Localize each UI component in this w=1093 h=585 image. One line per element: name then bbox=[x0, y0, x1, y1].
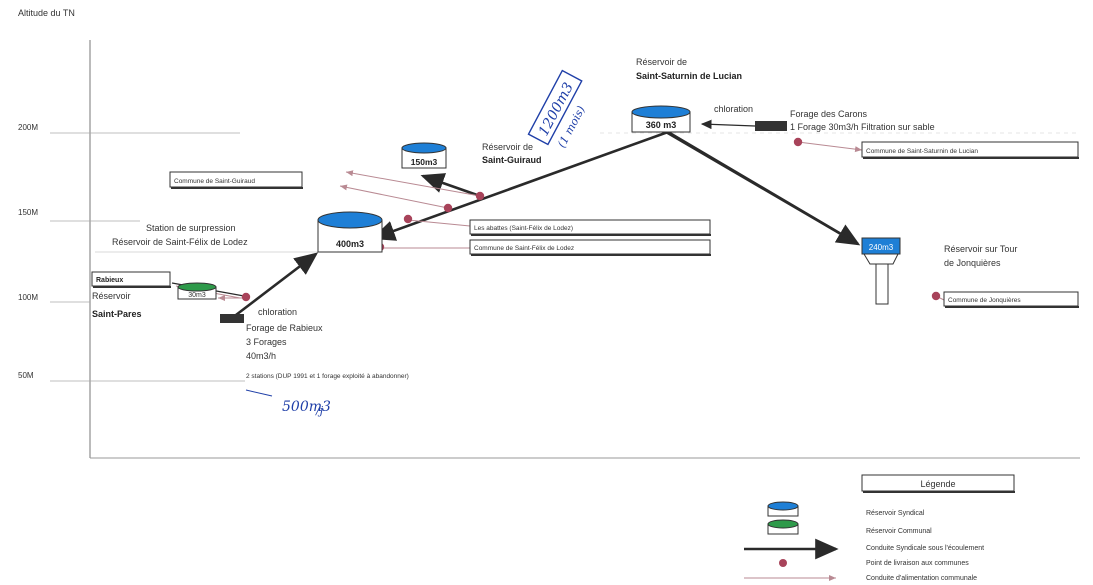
reservoir-name: de Jonquières bbox=[944, 258, 1001, 268]
reservoir-capacity: 360 m3 bbox=[646, 120, 677, 130]
tick-label-200: 200M bbox=[18, 123, 38, 132]
tick-label-150: 150M bbox=[18, 208, 38, 217]
reservoir-capacity: 240m3 bbox=[869, 243, 894, 252]
forage-detail: 2 stations (DUP 1991 et 1 forage exploit… bbox=[246, 373, 409, 380]
commune-box-saint-saturnin: Commune de Saint-Saturnin de Lucian bbox=[861, 141, 1079, 159]
legend-item-main-conduit: Conduite Syndicale sous l'écoulement bbox=[744, 538, 984, 560]
reservoir-saint-saturnin: 360 m3 Réservoir de Saint-Saturnin de Lu… bbox=[631, 57, 742, 133]
tick-label-50: 50M bbox=[18, 371, 34, 380]
tick-200: 200M bbox=[18, 123, 1080, 134]
tick-label-100: 100M bbox=[18, 293, 38, 302]
tick-150: 150M bbox=[18, 208, 140, 222]
delivery-point bbox=[403, 214, 413, 224]
handwritten-note-2: 500m3 /j bbox=[245, 389, 331, 417]
handwritten-text: 500m3 bbox=[282, 399, 331, 415]
commune-box-saint-felix: Commune de Saint-Félix de Lodez bbox=[469, 239, 711, 256]
reservoir-name: Saint-Saturnin de Lucian bbox=[636, 71, 742, 81]
reservoir-title: Réservoir de bbox=[636, 57, 687, 67]
reservoir-capacity: 30m3 bbox=[188, 292, 206, 299]
delivery-point bbox=[931, 291, 941, 301]
delivery-point bbox=[793, 137, 803, 147]
reservoir-jonquieres: 240m3 Réservoir sur Tour de Jonquières bbox=[861, 237, 1017, 305]
forage-carons: chloration Forage des Carons 1 Forage 30… bbox=[714, 104, 935, 132]
reservoir-capacity: 400m3 bbox=[336, 239, 364, 249]
commune-label: Les abattes (Saint-Félix de Lodez) bbox=[474, 225, 573, 232]
forage-detail: 1 Forage 30m3/h Filtration sur sable bbox=[790, 122, 935, 132]
handwritten-note-1: 1200m3 (1 mois) bbox=[527, 69, 588, 150]
chloration-label: chloration bbox=[258, 307, 297, 317]
tick-100: 100M bbox=[18, 293, 90, 303]
forage-title: Forage des Carons bbox=[790, 109, 868, 119]
commune-box-les-abattes: Les abattes (Saint-Félix de Lodez) bbox=[469, 219, 711, 236]
reservoir-name: Saint-Pares bbox=[92, 309, 142, 319]
commune-box-jonquieres: Commune de Jonquières bbox=[943, 291, 1079, 308]
forage-title: Forage de Rabieux bbox=[246, 323, 323, 333]
tick-50: 50M bbox=[18, 371, 245, 382]
reservoir-capacity: 150m3 bbox=[411, 157, 438, 167]
handwritten-text: /j bbox=[315, 404, 324, 417]
legend-label: Conduite Syndicale sous l'écoulement bbox=[866, 545, 984, 552]
legend-item-branch-conduit: Conduite d'alimentation communale bbox=[744, 575, 977, 582]
reservoir-name: Saint-Guiraud bbox=[482, 155, 542, 165]
commune-box-rabieux: Rabieux bbox=[91, 271, 171, 288]
legend-label: Point de livraison aux communes bbox=[866, 560, 969, 567]
reservoir-title: Station de surpression bbox=[146, 223, 236, 233]
legend-item-delivery-point: Point de livraison aux communes bbox=[779, 559, 969, 567]
commune-label: Commune de Jonquières bbox=[948, 297, 1021, 304]
forage-line3: 40m3/h bbox=[246, 351, 276, 361]
legend-label: Réservoir Syndical bbox=[866, 510, 925, 517]
reservoir-saint-guiraud: 150m3 Réservoir de Saint-Guiraud bbox=[401, 142, 542, 169]
reservoir-title: Réservoir sur Tour bbox=[944, 244, 1017, 254]
forage-line2: 3 Forages bbox=[246, 337, 287, 347]
legend-item-syndical: Réservoir Syndical bbox=[767, 501, 925, 517]
delivery-point bbox=[241, 292, 251, 302]
commune-label: Commune de Saint-Guiraud bbox=[174, 178, 255, 185]
legend-item-communal: Réservoir Communal bbox=[767, 519, 932, 535]
legend-label: Conduite d'alimentation communale bbox=[866, 575, 977, 582]
commune-label: Commune de Saint-Saturnin de Lucian bbox=[866, 148, 978, 155]
reservoir-name: Réservoir de Saint-Félix de Lodez bbox=[112, 237, 248, 247]
reservoir-saint-felix: 400m3 Station de surpression Réservoir d… bbox=[112, 211, 383, 253]
reservoir-title: Réservoir de bbox=[482, 142, 533, 152]
legend-title: Légende bbox=[920, 479, 955, 489]
chloration-label: chloration bbox=[714, 104, 753, 114]
commune-label: Rabieux bbox=[96, 277, 123, 284]
commune-label: Commune de Saint-Félix de Lodez bbox=[474, 245, 574, 252]
forage-rabieux: chloration Forage de Rabieux 3 Forages 4… bbox=[220, 307, 409, 380]
delivery-point bbox=[443, 203, 453, 213]
legend-label: Réservoir Communal bbox=[866, 528, 932, 535]
legend: Légende Réservoir Syndical Réservoir Com… bbox=[744, 474, 1015, 582]
reservoir-saint-pares: 30m3 Réservoir Saint-Pares bbox=[92, 282, 217, 319]
axis-title: Altitude du TN bbox=[18, 8, 75, 18]
delivery-point bbox=[475, 191, 485, 201]
commune-box-saint-guiraud: Commune de Saint-Guiraud bbox=[169, 171, 303, 189]
reservoir-title: Réservoir bbox=[92, 291, 131, 301]
